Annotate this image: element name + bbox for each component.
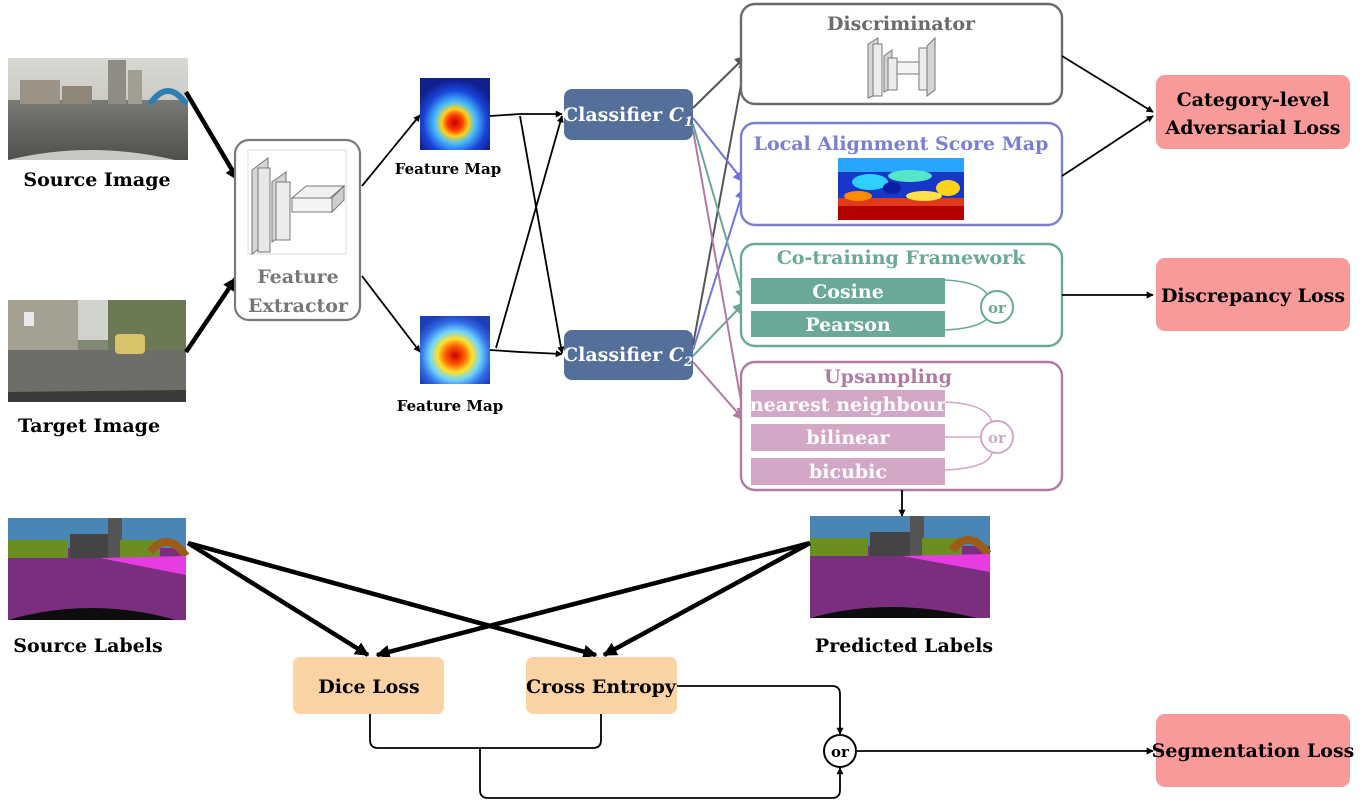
c1-to-discriminator-arrow [692,55,747,109]
fm-top-to-c1-arrow [489,110,563,118]
upsampling-option-bilinear-label: bilinear [806,427,890,449]
upsampling-or-node [980,420,1014,454]
c2-to-cotraining-arrow [692,302,745,357]
dice-ce-join-line [369,714,602,749]
source-image-label: Source Image [23,169,170,191]
predicted-labels-to-dice-arrow [375,540,811,659]
upsampling-option-nearest [751,390,945,417]
cotraining-option-pearson-label: Pearson [805,314,891,336]
feature-extractor: Feature Extractor [233,138,362,322]
classifier-c1-symbol: C [669,104,684,126]
upsampling-option-bicubic [751,458,945,485]
classifier-c1-text: Classifier [563,104,669,126]
discrepancy-loss-label: Discrepancy Loss [1161,285,1345,307]
feature-extractor-label-2: Extractor [248,295,349,317]
cotraining-module: Co-training Framework Cosine Pearson or [739,242,1064,348]
source-labels-to-ce-arrow [187,540,598,659]
extractor-to-fm-top-arrow [361,114,421,187]
classifier-c1: Classifier C1 [563,89,693,140]
discrepancy-loss: Discrepancy Loss [1156,258,1350,331]
predicted-labels-label: Predicted Labels [815,635,993,657]
c1-to-alignment-arrow [692,117,745,183]
discriminator-module: Discriminator [739,2,1064,106]
cotraining-or-node [980,290,1014,324]
cross-entropy: Cross Entropy [526,657,677,714]
feature-map-top-label: Feature Map [395,160,501,178]
upsampling-option-bilinear [751,424,945,451]
upsampling-module: Upsampling nearest neighbour bilinear bi… [739,360,1064,492]
source-labels-to-dice-arrow [186,541,370,657]
predicted-labels-to-ce-arrow [602,541,812,657]
svg-text:Classifier C2: Classifier C2 [563,344,693,370]
alignment-score-map [838,158,964,220]
feature-map-top [420,78,490,150]
fm-bottom-to-c2-arrow [489,349,563,358]
classifier-c2-subscript: 2 [683,355,693,370]
source-labels-image [8,518,190,620]
discriminator-to-adv-loss-arrow [1061,55,1154,113]
segmentation-loss-label: Segmentation Loss [1152,740,1355,762]
category-level-adversarial-loss: Category-level Adversarial Loss [1156,75,1350,149]
classifier-c2-symbol: C [669,344,684,366]
dice-loss: Dice Loss [293,657,444,714]
target-to-extractor-arrow [184,276,238,354]
fm-top-to-c2-arrow [519,115,565,354]
upsampling-or-label: or [988,429,1007,447]
classifier-c2-text: Classifier [563,344,669,366]
fm-bottom-to-c1-arrow [495,115,564,349]
upsampling-title: Upsampling [824,366,952,388]
svg-text:Classifier C1: Classifier C1 [563,104,693,130]
feature-map-bottom-label: Feature Map [397,397,503,415]
c2-to-discriminator-arrow [692,56,750,346]
c1-to-upsampling-arrow [692,129,749,420]
target-image [8,300,186,402]
sum-to-or-arrow [479,748,844,799]
adv-loss-label-1: Category-level [1177,89,1330,111]
cross-entropy-label: Cross Entropy [526,676,677,698]
feature-map-bottom [420,316,490,384]
classifier-c2: Classifier C2 [563,330,693,380]
discriminator-title: Discriminator [827,13,976,35]
source-to-extractor-arrow [184,90,240,182]
target-image-label: Target Image [18,415,160,437]
local-alignment-module: Local Alignment Score Map [739,121,1064,227]
cotraining-option-cosine [751,278,945,304]
upsampling-option-bicubic-label: bicubic [809,461,887,483]
cotraining-title: Co-training Framework [777,247,1026,269]
upsampling-option-nearest-label: nearest neighbour [750,394,947,416]
feature-extractor-label-1: Feature [257,266,339,288]
c1-to-cotraining-arrow [692,123,747,302]
source-image [8,58,189,160]
predicted-labels-image [810,516,992,618]
segmentation-or-label: or [831,743,850,761]
ce-to-or-arrow [677,685,844,735]
cotraining-option-pearson [751,311,945,337]
alignment-to-adv-loss-arrow [1061,115,1154,177]
discriminator-icon [867,36,936,99]
dice-loss-label: Dice Loss [318,676,419,698]
source-labels-label: Source Labels [13,635,162,657]
segmentation-loss: Segmentation Loss [1152,714,1355,787]
c2-to-upsampling-arrow [692,361,745,421]
cotraining-or-label: or [988,299,1007,317]
encoder-icon [251,157,346,255]
adv-loss-label-2: Adversarial Loss [1165,117,1341,139]
extractor-to-fm-bottom-arrow [361,275,421,353]
local-alignment-title: Local Alignment Score Map [754,133,1049,155]
cotraining-option-cosine-label: Cosine [812,281,884,303]
classifier-c1-subscript: 1 [684,115,693,130]
